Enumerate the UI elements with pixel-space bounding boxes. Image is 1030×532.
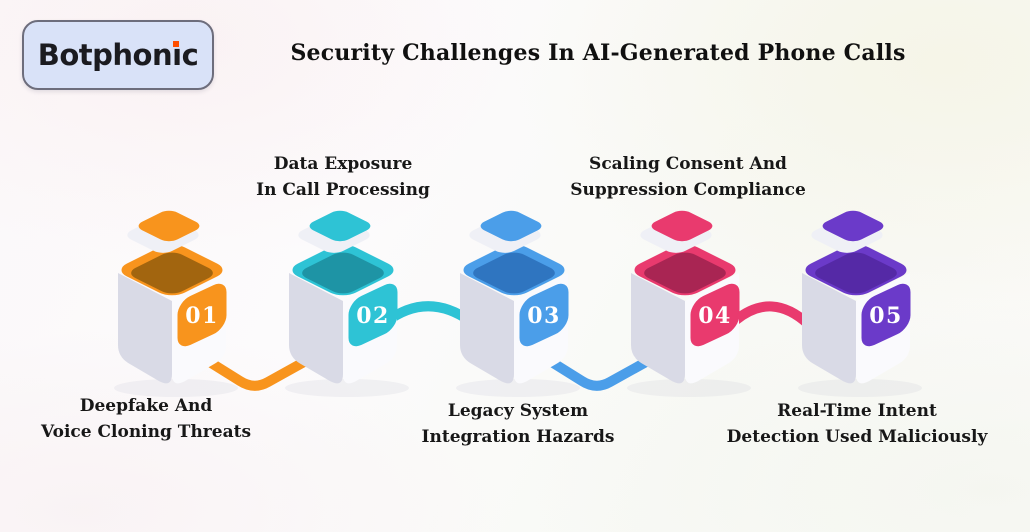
block-top-inner [302,252,384,294]
step-number-badge [690,283,740,347]
logo-text-post: c [181,38,199,72]
block-left-face [802,273,856,384]
logo-text-pre: Botphon [37,38,173,72]
connector-1-2 [187,346,327,391]
step-number: 01 [185,303,219,329]
step-number: 05 [869,303,903,329]
block-shadow [798,379,922,397]
step-4-label: Scaling Consent And Suppression Complian… [570,154,806,200]
block-lid-top [480,210,542,242]
block-lid-top [138,210,200,242]
block-lid-top [309,210,371,242]
block-left-face [631,273,685,384]
block-shadow [456,379,580,397]
step-5-label: Real-Time Intent Detection Used Maliciou… [726,401,988,447]
block-shadow [627,379,751,397]
step-number-badge [519,283,569,347]
block-shadow [114,379,238,397]
step-4-block: 04 [605,195,765,405]
block-left-face [460,273,514,384]
block-left-face [118,273,172,384]
step-number-badge [861,283,911,347]
block-lid-top [651,210,713,242]
logo-i-dot [173,41,180,47]
logo-letter-i: ı [172,38,182,72]
step-3-block: 03 [434,195,594,405]
step-2-label: Data Exposure In Call Processing [256,154,430,200]
block-top-inner [473,252,555,294]
step-number-badge [348,283,398,347]
connector-4-5 [731,301,813,329]
block-shadow [285,379,409,397]
step-2-block: 02 [263,195,423,405]
step-3-label: Legacy System Integration Hazards [421,401,615,447]
block-lid-top [822,210,884,242]
step-1-label: Deepfake And Voice Cloning Threats [40,396,252,442]
step-number-badge [177,283,227,347]
block-top-inner [644,252,726,294]
connector-3-4 [529,346,669,391]
step-1-block: 01 [92,195,252,405]
step-number: 04 [698,303,732,329]
step-number: 03 [527,303,561,329]
block-top-inner [131,252,213,294]
page-title: Security Challenges In AI-Generated Phon… [290,40,906,66]
block-left-face [289,273,343,384]
step-5-block: 05 [776,195,936,405]
step-number: 02 [356,303,390,329]
block-top-inner [815,252,897,294]
